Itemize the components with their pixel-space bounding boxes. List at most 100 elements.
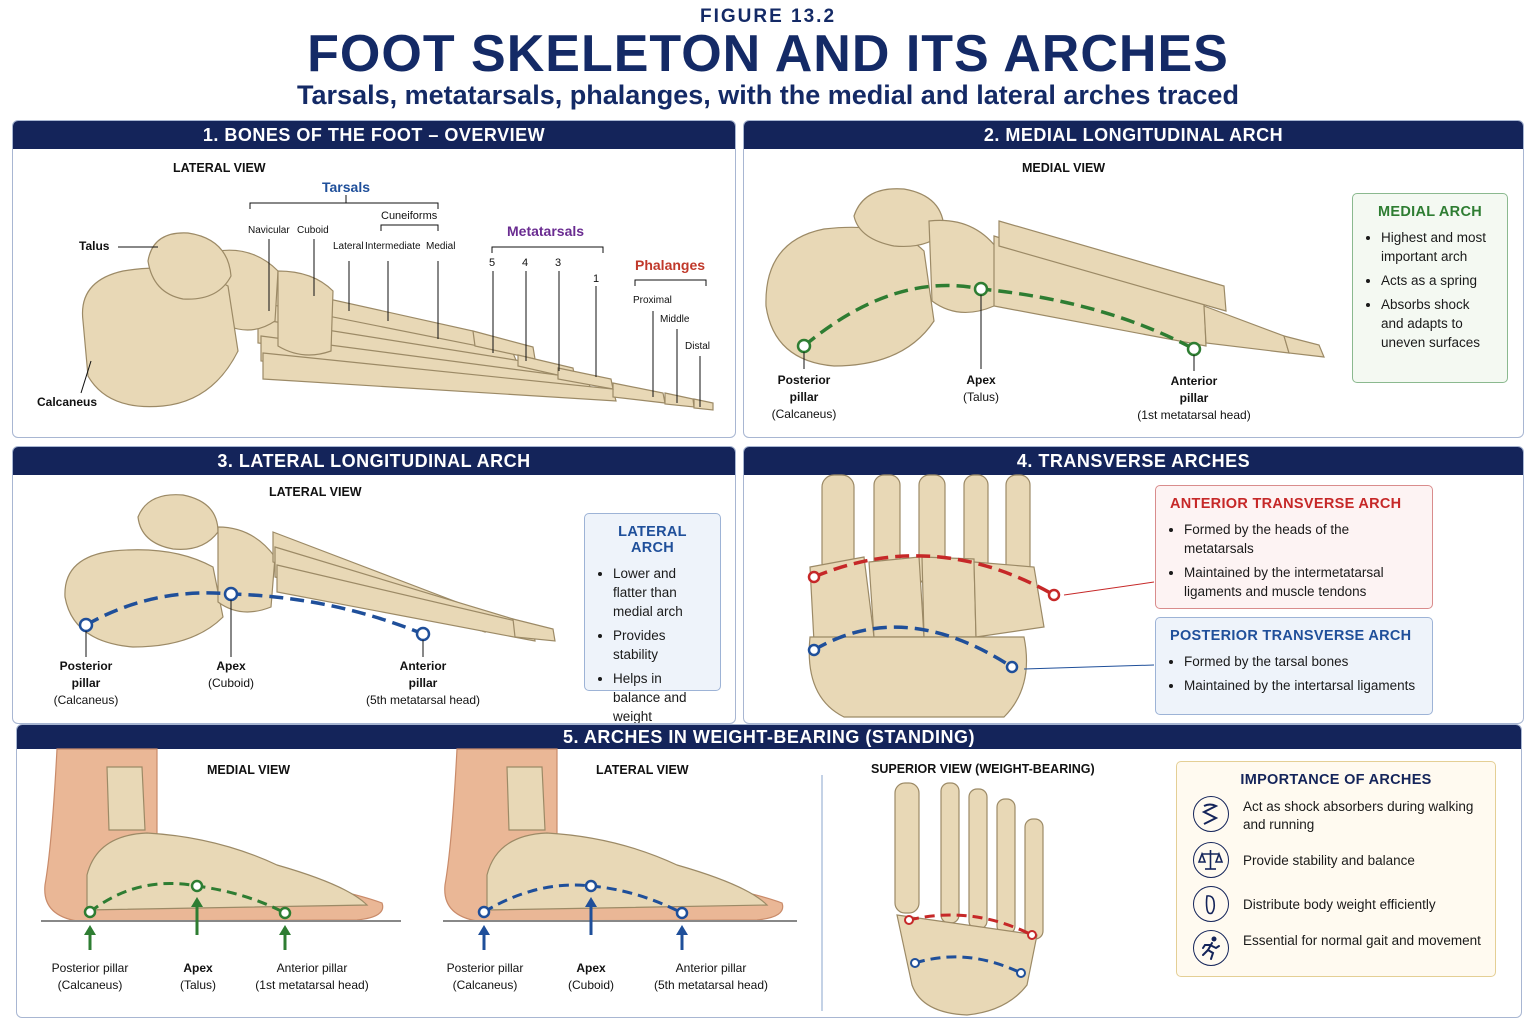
- importance-text: Act as shock absorbers during walking an…: [1243, 799, 1474, 832]
- anterior-pillar-bone: (5th metatarsal head): [365, 693, 481, 707]
- lateral-foot-skeleton-illustration: [64, 494, 556, 657]
- lateral-view-label: LATERAL VIEW: [596, 763, 689, 777]
- standing-feet-illustrations: [41, 748, 1044, 1016]
- panel-weight-bearing: 5. ARCHES IN WEIGHT-BEARING (STANDING) M…: [16, 724, 1522, 1018]
- lateral-posterior-pillar-bone: (Calcaneus): [452, 978, 518, 992]
- medial-anterior-pillar-bone: (1st metatarsal head): [255, 978, 369, 992]
- medial-cuneiform-label: Medial: [426, 241, 456, 252]
- navicular-bone: [217, 249, 279, 331]
- tarsal-bones: [808, 636, 1027, 718]
- infobox-title: LATERAL ARCH: [618, 524, 687, 556]
- lateral-apex-bone: (Cuboid): [567, 978, 615, 992]
- anterior-pillar-bone: (1st metatarsal head): [1137, 408, 1251, 422]
- anterior-pillar-label-2: pillar: [1179, 391, 1209, 405]
- infobox-item: Maintained by the intertarsal ligaments: [1184, 676, 1418, 695]
- medial-standing-foot: [41, 748, 401, 950]
- running-person-icon: [1193, 930, 1229, 966]
- talus-bone: [147, 232, 232, 300]
- middle-label: Middle: [660, 314, 690, 325]
- posterior-pillar-label: Posterior: [59, 659, 113, 673]
- spring-icon: [1193, 796, 1229, 832]
- balance-scale-icon: [1193, 842, 1229, 878]
- apex-marker: [973, 281, 989, 297]
- distal-phalanx: [693, 398, 714, 411]
- importance-item: Distribute body weight efficiently: [1193, 886, 1493, 926]
- posterior-pillar-label: Posterior: [777, 373, 831, 387]
- panel-title: 5. ARCHES IN WEIGHT-BEARING (STANDING): [17, 725, 1521, 749]
- calcaneus-bone: [81, 267, 239, 408]
- infobox-title: POSTERIOR TRANSVERSE ARCH: [1170, 628, 1412, 644]
- phalanges-label: Phalanges: [635, 257, 706, 273]
- lateral-posterior-pillar-label: Posterior pillar: [446, 961, 524, 975]
- posterior-pillar-bone: (Calcaneus): [771, 407, 837, 421]
- proximal-phalanx: [1203, 305, 1290, 354]
- figure-label: FIGURE 13.2: [699, 6, 837, 27]
- infobox-title: MEDIAL ARCH: [1378, 204, 1482, 220]
- medial-anterior-pillar-label: Anterior pillar: [276, 961, 348, 975]
- metatarsal-5: [262, 352, 617, 402]
- proximal-phalanx: [612, 382, 666, 404]
- anterior-transverse-infobox: ANTERIOR TRANSVERSE ARCH Formed by the h…: [1155, 485, 1433, 609]
- distal-label: Distal: [685, 341, 711, 352]
- cuboid-bone: [277, 270, 334, 356]
- medial-apex-bone: (Talus): [179, 978, 217, 992]
- importance-item: Provide stability and balance: [1193, 842, 1493, 882]
- metatarsals-label: Metatarsals: [507, 223, 585, 239]
- importance-item: Act as shock absorbers during walking an…: [1193, 796, 1493, 836]
- talus-bone: [137, 494, 219, 550]
- mt-number-5: 5: [489, 257, 496, 269]
- middle-phalanx: [664, 392, 695, 408]
- infobox-item: Absorbs shock and adapts to uneven surfa…: [1381, 295, 1493, 352]
- lateral-anterior-pillar-bone: (5th metatarsal head): [653, 978, 769, 992]
- lateral-apex-label: Apex: [576, 961, 606, 975]
- view-label: LATERAL VIEW: [269, 485, 362, 499]
- lateral-arch-infobox: LATERAL ARCH Lower and flatter than medi…: [584, 513, 721, 723]
- anterior-pillar-label-2: pillar: [408, 676, 438, 690]
- cuneiforms-label: Cuneiforms: [381, 210, 438, 222]
- lateral-foot-skeleton-illustration: [80, 195, 714, 411]
- infobox-title: ANTERIOR TRANSVERSE ARCH: [1170, 496, 1402, 512]
- infobox-item: Formed by the tarsal bones: [1184, 652, 1418, 671]
- panel-title: 2. MEDIAL LONGITUDINAL ARCH: [744, 121, 1523, 149]
- panel-title: 1. BONES OF THE FOOT – OVERVIEW: [13, 121, 735, 149]
- posterior-transverse-arch-trace: [813, 625, 1013, 669]
- lateral-standing-foot: [443, 748, 797, 950]
- page-subtitle: Tarsals, metatarsals, phalanges, with th…: [297, 80, 1239, 110]
- medial-posterior-pillar-bone: (Calcaneus): [57, 978, 123, 992]
- calcaneus-label: Calcaneus: [37, 395, 98, 409]
- phalanx: [512, 618, 556, 642]
- superior-view-label: SUPERIOR VIEW (WEIGHT-BEARING): [871, 762, 1095, 776]
- medial-posterior-pillar-label: Posterior pillar: [51, 961, 129, 975]
- mt-number-4: 4: [522, 257, 529, 269]
- infobox-item: Maintained by the intermetatarsal ligame…: [1184, 563, 1418, 601]
- infobox-item: Formed by the heads of the metatarsals: [1184, 520, 1418, 558]
- apex-bone: (Cuboid): [207, 676, 255, 690]
- anterior-pillar-marker: [415, 626, 431, 642]
- panel-title: 3. LATERAL LONGITUDINAL ARCH: [13, 447, 735, 475]
- anterior-transverse-arch-trace: [813, 554, 1055, 597]
- talus-label: Talus: [79, 239, 110, 253]
- lateral-cuneiform-label: Lateral: [333, 241, 364, 252]
- infobox-item: Lower and flatter than medial arch: [613, 564, 706, 621]
- metatarsal-5: [276, 564, 536, 642]
- superior-standing-foot: [894, 782, 1044, 1016]
- panel-transverse-arches: 4. TRANSVERSE ARCHES ANTERIOR TRANSVERSE…: [743, 446, 1524, 724]
- medial-arch-infobox: MEDIAL ARCH Highest and most important a…: [1352, 193, 1508, 383]
- medial-apex-label: Apex: [183, 961, 213, 975]
- anterior-pillar-marker: [1186, 341, 1202, 357]
- footprint-icon: [1193, 886, 1229, 922]
- posterior-transverse-infobox: POSTERIOR TRANSVERSE ARCH Formed by the …: [1155, 617, 1433, 715]
- navicular-bone: [928, 219, 1000, 314]
- panel-bones-overview: 1. BONES OF THE FOOT – OVERVIEW LATERAL …: [12, 120, 736, 438]
- infobox-item: Acts as a spring: [1381, 271, 1493, 290]
- apex-bone: (Talus): [962, 390, 1000, 404]
- calcaneus-bone: [765, 226, 935, 367]
- posterior-pillar-label-2: pillar: [71, 676, 101, 690]
- view-label: LATERAL VIEW: [173, 161, 266, 175]
- medial-view-label: MEDIAL VIEW: [207, 763, 291, 777]
- anterior-pillar-label: Anterior: [399, 659, 447, 673]
- page-title: FOOT SKELETON AND ITS ARCHES: [307, 25, 1229, 83]
- lateral-anterior-pillar-label: Anterior pillar: [675, 961, 747, 975]
- mt-number-3: 3: [555, 257, 562, 269]
- panel-lateral-arch: 3. LATERAL LONGITUDINAL ARCH LATERAL VIE…: [12, 446, 736, 724]
